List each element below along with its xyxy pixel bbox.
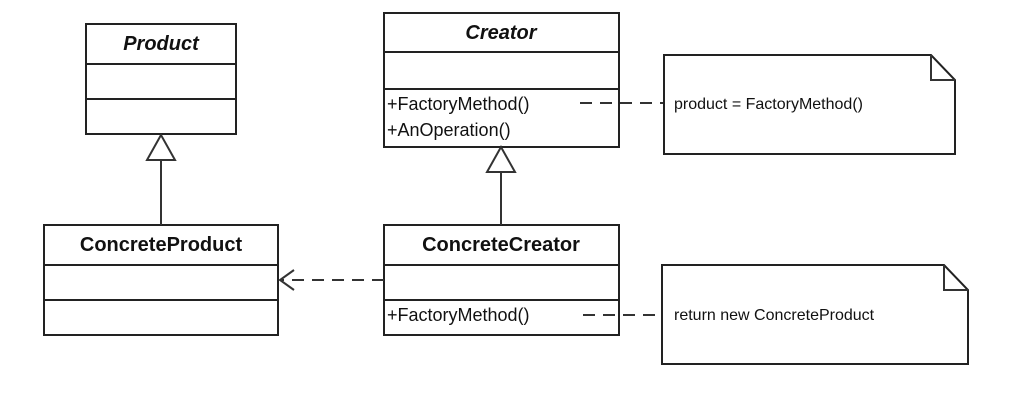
generalization-arrowhead	[145, 132, 177, 161]
class-creator-member-an-operation: +AnOperation()	[387, 120, 511, 140]
note-creator-shape	[663, 54, 956, 155]
class-product[interactable]: Product	[85, 23, 237, 135]
class-product-box	[85, 23, 237, 135]
class-creator[interactable]: Creator +FactoryMethod() +AnOperation()	[383, 12, 620, 148]
dependency-concrete-creator-to-concrete-product	[278, 269, 384, 291]
class-creator-name: Creator	[465, 22, 537, 44]
note-concrete-creator-text: return new ConcreteProduct	[674, 307, 875, 324]
class-concrete-product-box	[43, 224, 279, 336]
note-creator[interactable]: product = FactoryMethod()	[663, 54, 956, 155]
class-concrete-creator-member-factory-method: +FactoryMethod()	[387, 305, 530, 325]
class-product-name: Product	[123, 33, 200, 55]
class-concrete-product[interactable]: ConcreteProduct	[43, 224, 279, 336]
note-creator-text: product = FactoryMethod()	[674, 96, 863, 113]
generalization-arrowhead	[485, 144, 517, 173]
note-concrete-creator-shape	[661, 264, 969, 365]
generalization-concrete-creator-to-creator	[485, 144, 517, 225]
note-concrete-creator-fold	[943, 265, 968, 291]
class-concrete-product-name: ConcreteProduct	[80, 234, 243, 256]
generalization-concrete-product-to-product	[145, 132, 177, 225]
class-concrete-creator-name: ConcreteCreator	[422, 234, 580, 256]
note-creator-fold	[930, 55, 955, 81]
dependency-arrowhead	[278, 269, 295, 291]
note-concrete-creator[interactable]: return new ConcreteProduct	[661, 264, 969, 365]
class-creator-member-factory-method: +FactoryMethod()	[387, 94, 530, 114]
class-creator-box	[383, 12, 620, 148]
class-concrete-creator[interactable]: ConcreteCreator +FactoryMethod()	[383, 224, 620, 336]
